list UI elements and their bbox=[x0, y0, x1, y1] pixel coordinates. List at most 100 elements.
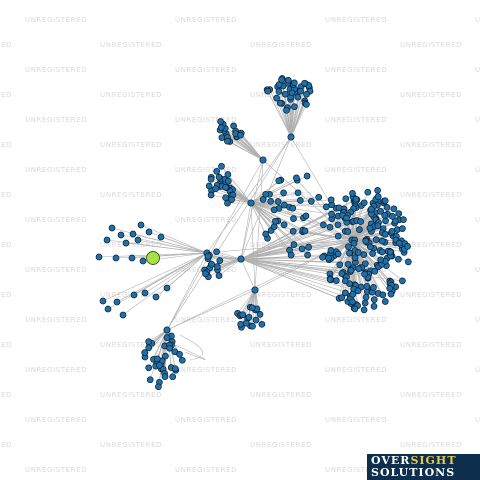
network-node[interactable] bbox=[275, 88, 283, 95]
network-node[interactable] bbox=[347, 266, 355, 274]
network-node[interactable] bbox=[207, 191, 215, 199]
network-node[interactable] bbox=[237, 131, 244, 139]
network-node[interactable] bbox=[284, 76, 292, 84]
network-node[interactable] bbox=[360, 199, 368, 207]
network-node[interactable] bbox=[326, 223, 334, 231]
network-node[interactable] bbox=[141, 349, 149, 356]
network-node[interactable] bbox=[355, 265, 363, 273]
network-node[interactable] bbox=[287, 251, 295, 259]
highlighted-entity-node[interactable] bbox=[146, 251, 160, 265]
network-node[interactable] bbox=[212, 185, 220, 193]
network-node[interactable] bbox=[99, 297, 107, 305]
network-node[interactable] bbox=[217, 124, 225, 131]
network-node[interactable] bbox=[152, 293, 160, 301]
network-node[interactable] bbox=[163, 284, 171, 292]
network-node[interactable] bbox=[216, 257, 224, 264]
network-node[interactable] bbox=[374, 193, 382, 201]
network-node[interactable] bbox=[166, 344, 173, 352]
network-node[interactable] bbox=[349, 190, 356, 197]
network-node[interactable] bbox=[290, 215, 297, 222]
network-node[interactable] bbox=[400, 216, 407, 223]
network-node[interactable] bbox=[218, 162, 225, 170]
network-node[interactable] bbox=[146, 376, 154, 384]
network-node[interactable] bbox=[119, 311, 127, 319]
network-node[interactable] bbox=[346, 249, 353, 257]
network-node[interactable] bbox=[155, 383, 162, 391]
network-node[interactable] bbox=[370, 284, 377, 291]
network-node[interactable] bbox=[381, 298, 389, 305]
network-node[interactable] bbox=[95, 253, 103, 261]
network-node[interactable] bbox=[239, 311, 247, 319]
network-node[interactable] bbox=[208, 260, 216, 268]
network-node[interactable] bbox=[303, 172, 311, 180]
network-node[interactable] bbox=[272, 217, 279, 225]
network-node[interactable] bbox=[224, 177, 232, 185]
network-node[interactable] bbox=[303, 101, 310, 108]
network-node[interactable] bbox=[325, 254, 332, 262]
network-node[interactable] bbox=[280, 221, 288, 229]
network-node[interactable] bbox=[262, 190, 270, 198]
network-node[interactable] bbox=[213, 263, 221, 271]
network-node[interactable] bbox=[388, 227, 396, 235]
network-node[interactable] bbox=[374, 187, 381, 194]
network-node[interactable] bbox=[374, 222, 382, 230]
network-node[interactable] bbox=[145, 364, 153, 372]
network-node[interactable] bbox=[351, 254, 359, 261]
network-node[interactable] bbox=[322, 203, 330, 211]
network-node[interactable] bbox=[381, 230, 389, 238]
network-node[interactable] bbox=[224, 171, 232, 178]
network-node[interactable] bbox=[377, 256, 385, 264]
network-node[interactable] bbox=[307, 197, 315, 205]
network-node[interactable] bbox=[278, 76, 285, 84]
network-node[interactable] bbox=[222, 184, 229, 191]
network-node[interactable] bbox=[381, 197, 389, 205]
network-node[interactable] bbox=[383, 204, 391, 211]
network-node[interactable] bbox=[130, 291, 138, 299]
network-node[interactable] bbox=[372, 236, 380, 243]
network-node[interactable] bbox=[104, 305, 112, 313]
network-node[interactable] bbox=[145, 228, 153, 236]
network-node[interactable] bbox=[294, 189, 302, 197]
network-node[interactable] bbox=[128, 254, 136, 262]
network-node[interactable] bbox=[395, 239, 403, 247]
network-node[interactable] bbox=[245, 313, 253, 321]
network-node[interactable] bbox=[338, 294, 346, 302]
network-node[interactable] bbox=[368, 205, 375, 213]
network-node[interactable] bbox=[259, 156, 267, 164]
network-node[interactable] bbox=[264, 87, 272, 95]
network-node[interactable] bbox=[304, 251, 311, 259]
network-node[interactable] bbox=[354, 287, 362, 295]
network-node[interactable] bbox=[215, 173, 223, 181]
network-node[interactable] bbox=[345, 243, 352, 251]
network-node[interactable] bbox=[287, 133, 295, 141]
network-node[interactable] bbox=[258, 320, 266, 328]
network-node[interactable] bbox=[341, 289, 349, 297]
network-node[interactable] bbox=[305, 243, 312, 251]
network-node[interactable] bbox=[361, 270, 368, 278]
network-node[interactable] bbox=[222, 194, 229, 202]
network-node[interactable] bbox=[163, 334, 171, 341]
network-node[interactable] bbox=[315, 193, 323, 201]
network-node[interactable] bbox=[377, 207, 384, 215]
network-node[interactable] bbox=[103, 236, 111, 244]
network-node[interactable] bbox=[327, 247, 335, 254]
network-node[interactable] bbox=[327, 196, 335, 204]
network-node[interactable] bbox=[215, 272, 223, 279]
network-node[interactable] bbox=[349, 290, 357, 298]
network-node[interactable] bbox=[399, 225, 406, 232]
network-node[interactable] bbox=[395, 210, 403, 217]
network-node[interactable] bbox=[301, 79, 308, 87]
network-node[interactable] bbox=[334, 221, 342, 229]
network-node[interactable] bbox=[369, 250, 376, 257]
network-node[interactable] bbox=[354, 249, 362, 256]
network-node[interactable] bbox=[267, 198, 275, 205]
network-node[interactable] bbox=[162, 352, 169, 360]
network-node[interactable] bbox=[387, 248, 394, 256]
network-node[interactable] bbox=[139, 257, 147, 265]
network-node[interactable] bbox=[334, 232, 342, 240]
network-node[interactable] bbox=[328, 210, 335, 218]
network-node[interactable] bbox=[293, 174, 300, 182]
network-node[interactable] bbox=[381, 211, 389, 219]
network-node[interactable] bbox=[217, 118, 224, 125]
network-node[interactable] bbox=[356, 226, 363, 233]
